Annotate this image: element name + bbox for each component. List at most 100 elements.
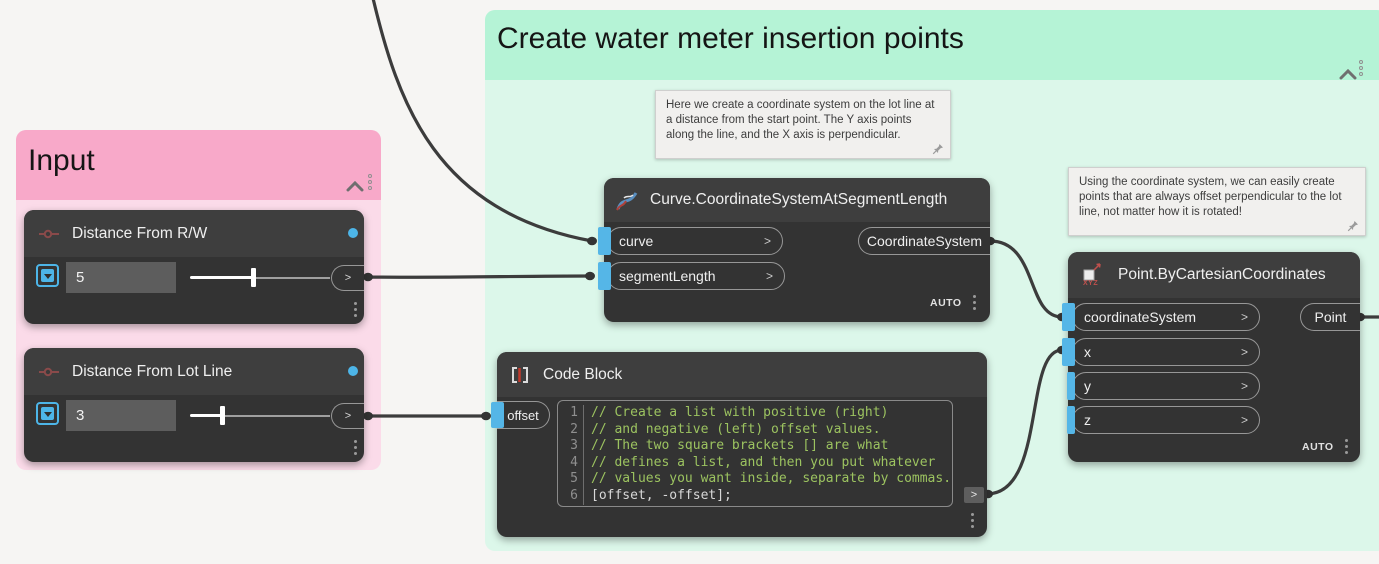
port-output[interactable]: > [331,403,364,429]
node-distance-from-rw[interactable]: Distance From R/W 5 > [24,210,364,324]
slider-track[interactable] [190,414,222,417]
slider-track[interactable] [190,276,253,279]
port-chevron-icon: > [344,410,352,422]
slider-value-input[interactable]: 5 [66,262,176,293]
lacing-label[interactable]: AUTO [930,297,962,309]
port-coordinatesystem-output[interactable]: CoordinateSystem [858,227,990,255]
code-block-icon [512,366,528,383]
slider-type-dropdown[interactable] [36,402,59,425]
port-marker [1067,406,1075,434]
port-segmentlength-input[interactable]: segmentLength > [607,262,785,290]
pin-icon[interactable] [932,143,944,155]
slider-icon [39,229,59,238]
node-menu-icon[interactable] [354,302,357,317]
slider-handle[interactable] [220,406,225,425]
code-line: 3// The two square brackets [] are what [558,438,952,455]
port-x-input[interactable]: x > [1072,338,1260,366]
port-label: CoordinateSystem [866,233,983,249]
pin-icon[interactable] [1347,220,1359,232]
port-label: coordinateSystem [1084,309,1197,325]
slider-type-dropdown[interactable] [36,264,59,287]
node-header[interactable]: Distance From R/W [24,210,364,257]
port-label: z [1084,412,1091,428]
note-text: Using the coordinate system, we can easi… [1079,176,1342,219]
node-header[interactable]: Distance From Lot Line [24,348,364,395]
node-menu-icon[interactable] [973,295,976,310]
node-title: Curve.CoordinateSystemAtSegmentLength [650,191,948,208]
group-menu-icon[interactable] [1359,60,1363,76]
code-line: 4// defines a list, and then you put wha… [558,454,952,472]
port-z-input[interactable]: z > [1072,406,1260,434]
port-chevron-icon: > [1240,379,1248,393]
node-code-block[interactable]: Code Block offset 1// Create a list with… [491,352,987,537]
note-coordinate-system[interactable]: Here we create a coordinate system on th… [655,90,951,159]
code-line: 2// and negative (left) offset values. [558,421,952,439]
port-marker [598,227,611,255]
group-menu-icon[interactable] [368,174,372,190]
node-distance-from-lot-line[interactable]: Distance From Lot Line 3 > [24,348,364,462]
preview-dot[interactable] [348,366,358,376]
note-text: Here we create a coordinate system on th… [666,99,935,142]
code-line: 1// Create a list with positive (right) [558,405,952,422]
node-header[interactable]: XYZ Point.ByCartesianCoordinates [1068,252,1360,298]
code-line: 5// values you want inside, separate by … [558,471,952,488]
slider-icon [39,367,59,376]
port-label: segmentLength [619,268,716,284]
code-editor[interactable]: 1// Create a list with positive (right) … [557,400,953,507]
xyz-label: XYZ [1083,280,1099,287]
port-output[interactable]: > [331,265,364,291]
port-label: x [1084,344,1091,360]
node-title: Distance From R/W [72,224,208,242]
port-marker [1062,338,1075,366]
port-label: y [1084,378,1091,394]
port-point-output[interactable]: Point [1300,303,1360,331]
code-line: 6[offset, -offset]; [558,487,952,505]
port-chevron-icon: > [1240,310,1248,324]
note-offset-points[interactable]: Using the coordinate system, we can easi… [1068,167,1366,236]
port-marker [598,262,611,290]
port-chevron-icon: > [344,272,352,284]
port-offset-input[interactable]: offset [497,401,550,429]
preview-dot[interactable] [348,228,358,238]
node-menu-icon[interactable] [354,440,357,455]
port-chevron-icon: > [1240,413,1248,427]
node-menu-icon[interactable] [1345,439,1348,454]
collapse-chevron-icon[interactable] [346,180,364,192]
port-marker [491,402,504,428]
port-label: curve [619,233,654,249]
port-output[interactable]: > [964,487,984,503]
port-chevron-icon: > [763,234,771,248]
node-curve-coordinatesystem[interactable]: Curve.CoordinateSystemAtSegmentLength cu… [598,178,990,322]
node-header[interactable]: Code Block [497,352,987,397]
port-label: offset [507,407,539,423]
port-chevron-icon: > [970,489,978,501]
node-header[interactable]: Curve.CoordinateSystemAtSegmentLength [604,178,990,222]
node-title: Distance From Lot Line [72,362,233,380]
group-header[interactable] [16,130,381,200]
curve-node-icon [616,191,638,210]
node-title: Code Block [543,365,623,383]
port-marker [1067,372,1075,400]
collapse-chevron-icon[interactable] [1339,68,1357,80]
port-y-input[interactable]: y > [1072,372,1260,400]
port-coordinatesystem-input[interactable]: coordinateSystem > [1072,303,1260,331]
group-title: Input [28,144,95,177]
lacing-label[interactable]: AUTO [1302,441,1334,453]
port-chevron-icon: > [765,269,773,283]
group-title: Create water meter insertion points [497,22,964,55]
node-menu-icon[interactable] [971,513,974,528]
port-chevron-icon: > [1240,345,1248,359]
slider-handle[interactable] [251,268,256,287]
port-curve-input[interactable]: curve > [607,227,783,255]
slider-track[interactable] [222,415,330,417]
chevron-down-icon [41,407,54,420]
point-node-icon [1083,263,1101,281]
port-marker [1062,303,1075,331]
slider-value-input[interactable]: 3 [66,400,176,431]
slider-track[interactable] [253,277,330,279]
chevron-down-icon [41,269,54,282]
node-point-bycartesian[interactable]: XYZ Point.ByCartesianCoordinates coordin… [1062,252,1360,462]
node-title: Point.ByCartesianCoordinates [1118,266,1326,283]
group-header[interactable] [485,10,1379,80]
port-label: Point [1314,309,1347,325]
